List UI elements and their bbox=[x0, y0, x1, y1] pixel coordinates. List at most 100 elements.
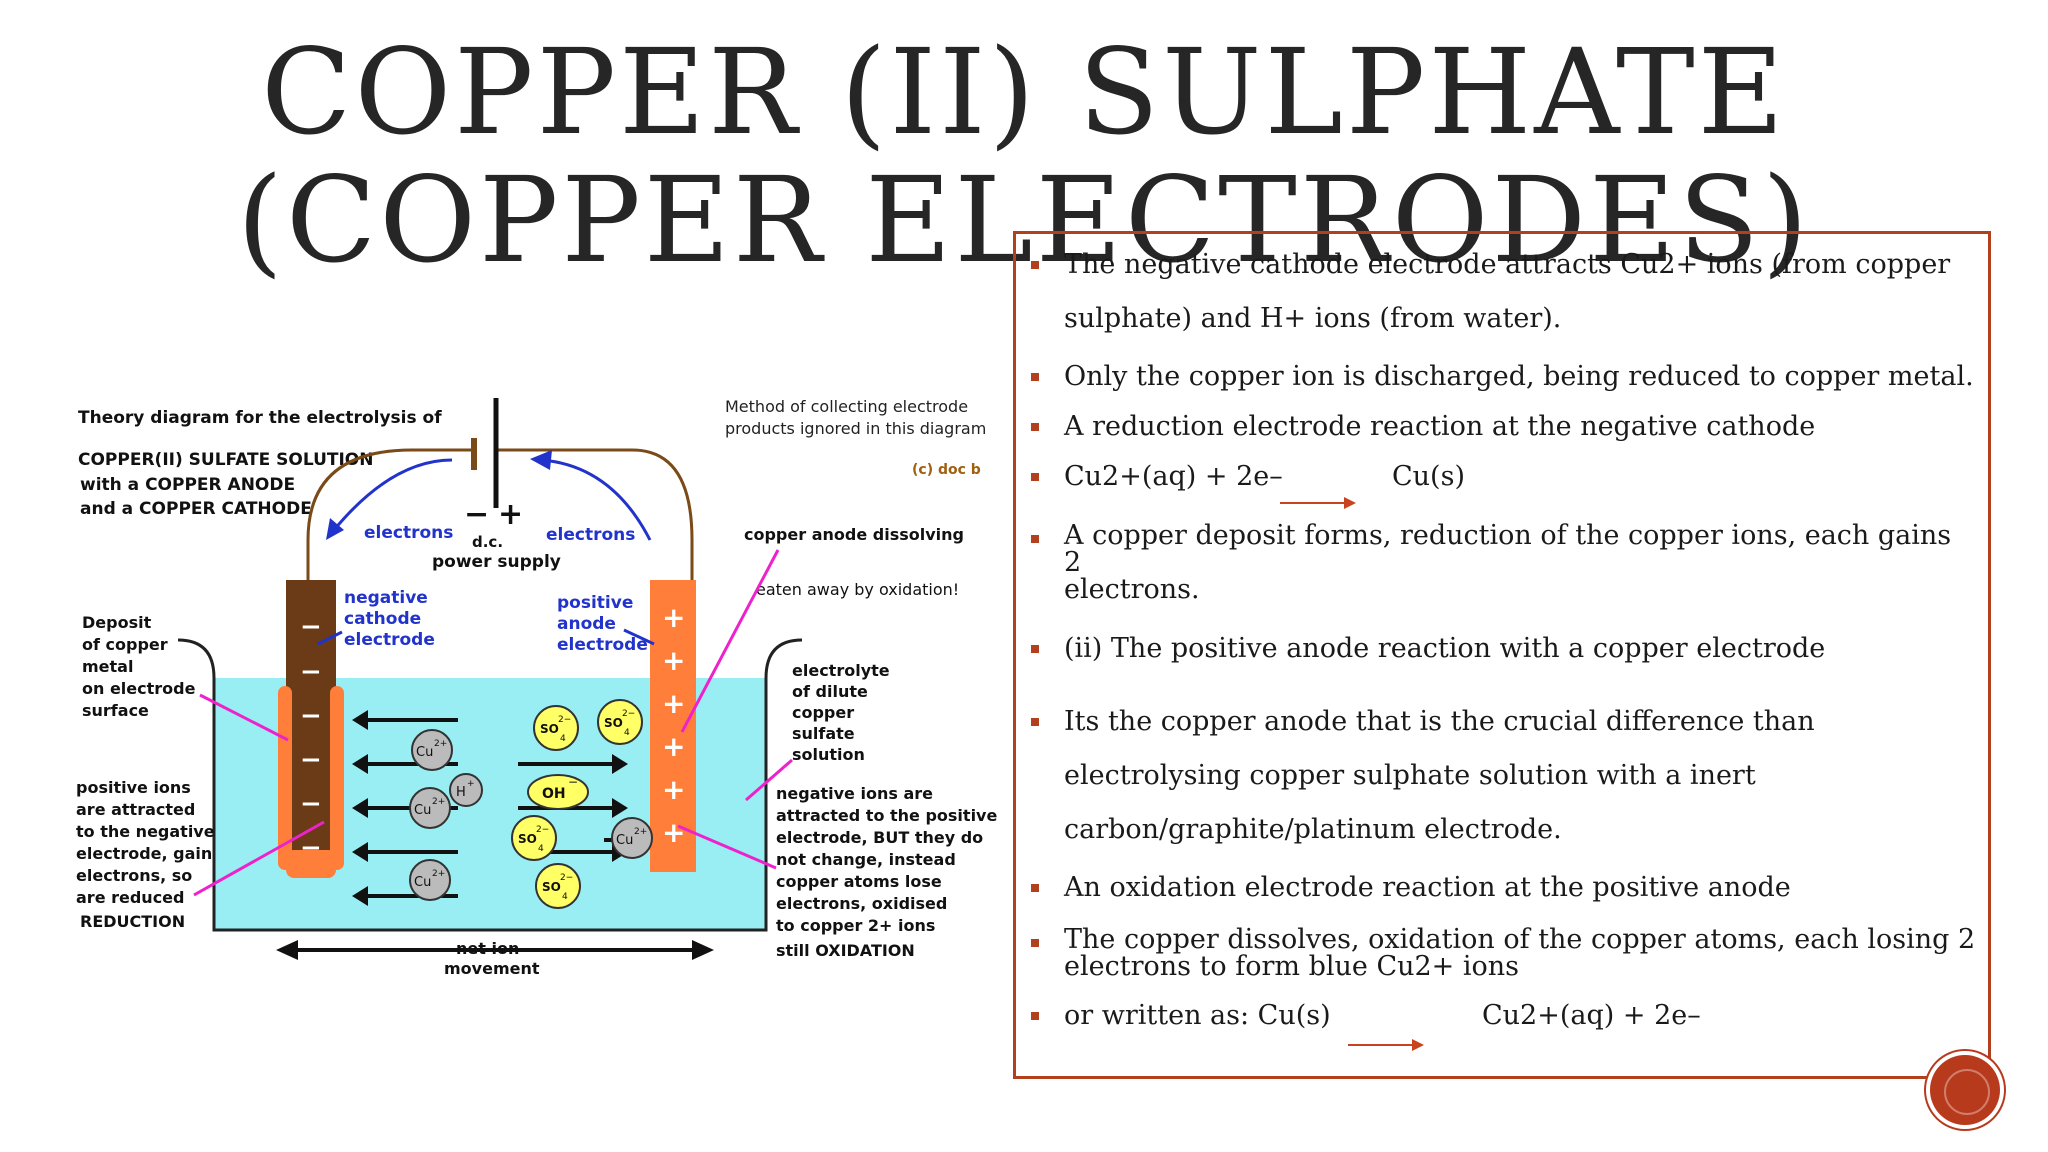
bullet-text-line: electrolysing copper sulphate solution w… bbox=[1064, 760, 1756, 791]
bullet-text-line: Its the copper anode that is the crucial… bbox=[1064, 706, 1815, 737]
svg-text:movement: movement bbox=[444, 959, 540, 978]
svg-text:+: + bbox=[467, 779, 475, 789]
svg-text:Deposit: Deposit bbox=[82, 613, 152, 632]
bullet-text-line: carbon/graphite/platinum electrode. bbox=[1064, 814, 1562, 845]
positive-electrode-label: positive anode electrode bbox=[557, 593, 648, 655]
svg-text:electrode: electrode bbox=[557, 635, 648, 655]
svg-text:still OXIDATION: still OXIDATION bbox=[776, 941, 915, 960]
svg-text:Cu: Cu bbox=[414, 875, 431, 890]
svg-text:SO: SO bbox=[540, 722, 559, 736]
electrons-label-left: electrons bbox=[364, 523, 453, 543]
h-ion: H + bbox=[449, 773, 483, 807]
svg-text:−: − bbox=[300, 833, 322, 863]
bullet-text: A copper deposit forms, reduction of the… bbox=[1064, 522, 1976, 603]
svg-text:positive: positive bbox=[557, 593, 633, 613]
svg-text:electrode, gain: electrode, gain bbox=[76, 844, 212, 863]
negative-ions-label: negative ions are attracted to the posit… bbox=[776, 784, 997, 960]
copper-deposit bbox=[278, 686, 344, 878]
equation-products: Cu2+(aq) + 2e– bbox=[1482, 1000, 1701, 1031]
svg-text:sulfate: sulfate bbox=[792, 724, 855, 743]
svg-text:−: − bbox=[300, 657, 322, 687]
svg-text:2−: 2− bbox=[560, 873, 573, 883]
svg-text:2−: 2− bbox=[536, 825, 549, 835]
bullet-mark bbox=[1031, 261, 1039, 269]
oh-ion: OH − bbox=[527, 774, 589, 810]
circuit-wire bbox=[306, 448, 694, 580]
bullet-mark bbox=[1031, 535, 1039, 543]
svg-text:electrons, so: electrons, so bbox=[76, 866, 192, 885]
svg-text:copper atoms lose: copper atoms lose bbox=[776, 872, 942, 891]
notes-box: The negative cathode electrode attracts … bbox=[1013, 231, 1991, 1079]
method-note-1: Method of collecting electrode bbox=[725, 397, 968, 416]
svg-text:4: 4 bbox=[538, 844, 544, 854]
anode-plus-signs: + + + + + + bbox=[662, 601, 685, 849]
slide-nav-icon[interactable] bbox=[1930, 1055, 2000, 1125]
svg-text:positive ions: positive ions bbox=[76, 778, 191, 797]
bullet-text-line: sulphate) and H+ ions (from water). bbox=[1064, 303, 1562, 334]
dissolving-pointer bbox=[680, 549, 780, 733]
svg-text:not change, instead: not change, instead bbox=[776, 850, 956, 869]
slide-title: COPPER (II) SULPHATE (COPPER ELECTRODES) bbox=[0, 28, 2048, 284]
cathode-electrode bbox=[286, 580, 336, 870]
svg-text:cathode: cathode bbox=[344, 609, 421, 629]
electron-arrowhead-right bbox=[530, 450, 552, 470]
svg-text:SO: SO bbox=[542, 880, 561, 894]
diagram-sub1: COPPER(II) SULFATE SOLUTION bbox=[78, 450, 374, 470]
svg-text:of dilute: of dilute bbox=[792, 682, 868, 701]
svg-text:electrode: electrode bbox=[344, 630, 435, 650]
cation-arrows bbox=[352, 710, 458, 906]
reaction-arrow-icon bbox=[1348, 1039, 1424, 1051]
bullet-text: The copper dissolves, oxidation of the c… bbox=[1064, 926, 1976, 980]
svg-text:−: − bbox=[568, 775, 578, 789]
electrolyte-label: electrolyte of dilute copper sulfate sol… bbox=[792, 661, 890, 764]
eaten-away-label: eaten away by oxidation! bbox=[756, 580, 959, 599]
svg-text:+: + bbox=[662, 816, 685, 849]
diagram-sub3: and a COPPER CATHODE bbox=[80, 499, 312, 519]
svg-text:−: − bbox=[300, 701, 322, 731]
electron-arrow-left bbox=[332, 458, 453, 531]
svg-text:negative: negative bbox=[344, 588, 428, 608]
svg-text:SO: SO bbox=[518, 832, 537, 846]
svg-text:negative ions are: negative ions are bbox=[776, 784, 933, 803]
electrolyte-pointer bbox=[745, 758, 793, 802]
svg-text:SO: SO bbox=[604, 716, 623, 730]
svg-text:are attracted: are attracted bbox=[76, 800, 195, 819]
diagram-sub2: with a COPPER ANODE bbox=[80, 475, 295, 495]
electrons-label-right: electrons bbox=[546, 525, 635, 545]
svg-text:2+: 2+ bbox=[432, 797, 445, 807]
bullet-mark bbox=[1031, 473, 1039, 481]
svg-text:electrons, oxidised: electrons, oxidised bbox=[776, 894, 947, 913]
svg-text:−: − bbox=[300, 745, 322, 775]
svg-text:REDUCTION: REDUCTION bbox=[80, 912, 185, 931]
battery-minus: − bbox=[464, 497, 489, 532]
electron-arrow-right bbox=[541, 458, 652, 541]
title-line-2: (COPPER ELECTRODES) bbox=[236, 151, 1812, 289]
dc-label: d.c. bbox=[472, 533, 503, 551]
equation-reactants: or written as: Cu(s) bbox=[1064, 1000, 1331, 1031]
so4-ion: SO 4 2− bbox=[535, 863, 581, 909]
electrolysis-diagram: Theory diagram for the electrolysis of C… bbox=[76, 397, 997, 978]
negative-ions-pointer bbox=[677, 824, 777, 870]
svg-text:−: − bbox=[300, 612, 322, 642]
anode-electrode bbox=[650, 580, 696, 872]
bullet-text-line: electrons. bbox=[1064, 574, 1200, 605]
svg-text:OH: OH bbox=[542, 786, 566, 802]
pos-label-pointer bbox=[623, 628, 655, 646]
bullet-text: The negative cathode electrode attracts … bbox=[1064, 238, 1976, 346]
nav-button-ring bbox=[1944, 1069, 1990, 1115]
bullet-mark bbox=[1031, 373, 1039, 381]
svg-text:on electrode: on electrode bbox=[82, 679, 196, 698]
bullet-mark bbox=[1031, 884, 1039, 892]
bullet-text: Its the copper anode that is the crucial… bbox=[1064, 695, 1976, 857]
svg-text:4: 4 bbox=[560, 734, 566, 744]
svg-text:surface: surface bbox=[82, 701, 149, 720]
equation: or written as: Cu(s) Cu2+(aq) + 2e– bbox=[1064, 989, 1976, 1043]
svg-text:H: H bbox=[456, 785, 466, 800]
svg-text:+: + bbox=[662, 773, 685, 806]
svg-text:of copper: of copper bbox=[82, 635, 168, 654]
svg-text:2+: 2+ bbox=[634, 827, 647, 837]
positive-ions-pointer bbox=[193, 820, 325, 897]
net-ion-movement-label: net ion movement bbox=[444, 939, 540, 978]
svg-text:to the negative: to the negative bbox=[76, 822, 215, 841]
svg-text:net ion: net ion bbox=[456, 939, 519, 958]
